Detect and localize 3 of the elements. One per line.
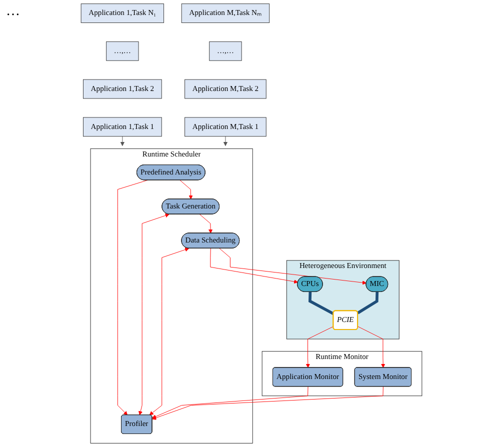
connector — [357, 292, 379, 314]
connector — [308, 292, 334, 316]
ellipsis-label: … — [6, 4, 20, 20]
